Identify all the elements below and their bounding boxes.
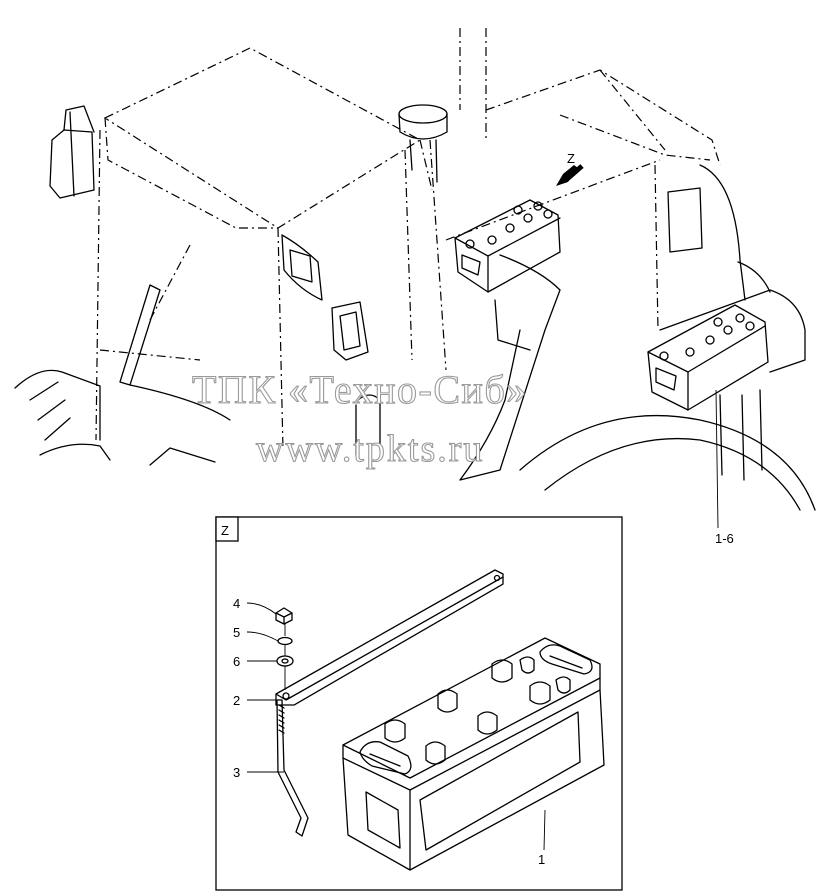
callout-washer: 6 [233,654,240,669]
cell-caps [384,656,571,765]
detail-view-label: Z [221,523,229,538]
detail-view-tag [215,516,239,542]
nut [275,607,293,625]
support-bracket [355,254,561,481]
callout-assembly: 1-6 [715,531,734,546]
callout-nut: 4 [233,596,240,611]
air-cleaner-cap [398,104,448,183]
detail-view-frame [215,516,623,891]
callout-battery: 1 [538,852,545,867]
cab-details [119,234,369,386]
view-arrow [556,164,584,186]
callout-lock-washer: 5 [233,625,240,640]
assembly-leader-line [715,389,719,529]
rear-fender [519,164,816,511]
lower-battery [647,304,769,411]
upper-battery [454,199,561,293]
flat-washer [276,655,294,667]
hold-down-strap [275,569,504,706]
hook-rod [276,699,309,837]
view-marker-label: Z [567,151,575,166]
watermark-company: ТПК «Техно-Сиб» [192,367,528,412]
battery [342,637,605,871]
left-track [14,369,231,466]
lock-washer [277,636,293,646]
leader-lines [246,602,546,851]
left-mirror [49,105,95,199]
tractor-outline [95,28,721,451]
callout-rod: 3 [233,765,240,780]
watermark-url: www.tpkts.ru [256,428,484,470]
callout-strap: 2 [233,693,240,708]
